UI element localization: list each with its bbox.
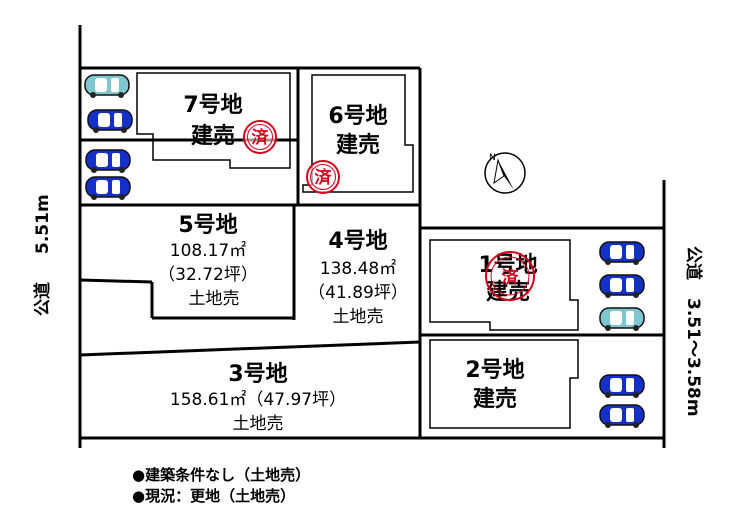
- car-icon: [84, 74, 130, 99]
- lot5-area-m2: 108.17㎡: [170, 241, 246, 261]
- svg-text:済: 済: [315, 167, 333, 188]
- lot4-area-tsubo: （41.89坪）: [308, 283, 408, 303]
- car-icon: [87, 109, 133, 134]
- house-2: [429, 339, 579, 429]
- lot5-name: 5号地: [178, 213, 237, 238]
- sold-stamp-lot7: 済: [243, 120, 277, 154]
- lot7-name: 7号地: [183, 93, 242, 118]
- car-icon: [599, 307, 645, 332]
- lot5-type: 土地売: [189, 289, 240, 309]
- west-road-label: 公道 5.51m: [32, 194, 53, 316]
- svg-text:公道: 公道: [32, 282, 53, 316]
- svg-text:済: 済: [252, 127, 270, 148]
- house-1: [429, 239, 579, 331]
- svg-text:3.51～3.58m: 3.51～3.58m: [683, 298, 703, 417]
- svg-text:公道: 公道: [683, 246, 704, 280]
- car-icon: [85, 149, 131, 174]
- svg-text:N: N: [489, 153, 496, 163]
- lot4-name: 4号地: [328, 229, 387, 254]
- lot2-status: 建売: [473, 386, 517, 412]
- east-road-label: 公道 3.51～3.58m: [683, 246, 704, 417]
- lot3-area: 158.61㎡（47.97坪）: [170, 390, 346, 410]
- car-icon: [599, 374, 645, 399]
- sold-stamp-lot1: 済: [485, 251, 535, 301]
- notes: ●建築条件なし（土地売） ●現況：更地（土地売）: [132, 465, 310, 507]
- sold-stamp-lot6: 済: [306, 160, 340, 194]
- note-current-status: ●現況：更地（土地売）: [132, 487, 296, 505]
- lot3-type: 土地売: [233, 414, 284, 434]
- house-7: [136, 72, 291, 169]
- lot3-name: 3号地: [228, 362, 287, 387]
- lot6-status: 建売: [336, 132, 380, 158]
- lot7-status: 建売: [191, 123, 235, 149]
- compass-icon: N: [484, 152, 526, 194]
- lot6-name: 6号地: [328, 104, 387, 129]
- lot4-area-m2: 138.48㎡: [320, 259, 396, 279]
- car-icon: [599, 404, 645, 429]
- svg-text:5.51m: 5.51m: [33, 194, 53, 254]
- note-building-condition: ●建築条件なし（土地売）: [132, 466, 311, 484]
- lot2-name: 2号地: [465, 358, 524, 383]
- lot4-type: 土地売: [333, 307, 384, 327]
- lot5-area-tsubo: （32.72坪）: [158, 265, 258, 285]
- lot-boundaries: [79, 66, 664, 440]
- car-icon: [85, 176, 131, 201]
- svg-text:済: 済: [502, 267, 520, 288]
- car-icon: [599, 274, 645, 299]
- car-icon: [599, 241, 645, 266]
